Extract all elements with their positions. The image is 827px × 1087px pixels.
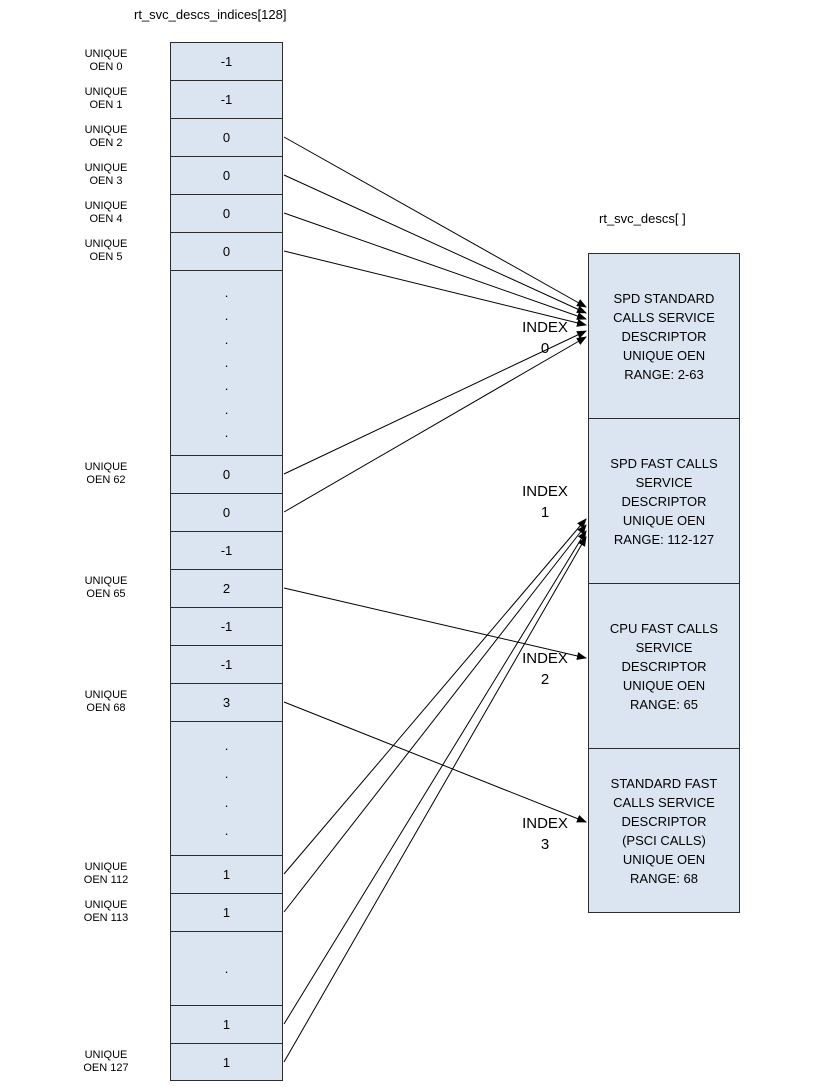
descriptor-box-3: STANDARD FAST CALLS SERVICE DESCRIPTOR (…	[588, 748, 740, 913]
oen-label: UNIQUE OEN 2	[84, 124, 128, 149]
oen-label: UNIQUE OEN 1	[84, 86, 128, 111]
indices-cell: 1	[170, 1043, 283, 1081]
oen-label: UNIQUE OEN 127	[83, 1049, 129, 1074]
oen-label: UNIQUE OEN 62	[84, 461, 128, 486]
oen-label: UNIQUE OEN 68	[84, 689, 128, 714]
descriptor-box-1: SPD FAST CALLS SERVICE DESCRIPTOR UNIQUE…	[588, 418, 740, 583]
ellipsis-dot: .	[224, 425, 229, 441]
descriptor-box-0: SPD STANDARD CALLS SERVICE DESCRIPTOR UN…	[588, 253, 740, 418]
oen-label: UNIQUE OEN 4	[84, 200, 128, 225]
oen-label: UNIQUE OEN 65	[84, 575, 128, 600]
ellipsis-dot: .	[224, 378, 229, 394]
descriptor-box-2: CPU FAST CALLS SERVICE DESCRIPTOR UNIQUE…	[588, 583, 740, 748]
indices-cell: 0	[170, 493, 283, 531]
index-label-2: INDEX 2	[522, 650, 568, 688]
indices-cell: 1	[170, 1005, 283, 1043]
ellipsis-dot: .	[224, 308, 229, 324]
indices-cell: 0	[170, 455, 283, 493]
indices-cell: -1	[170, 42, 283, 80]
oen-label: UNIQUE OEN 0	[84, 48, 128, 73]
descs-array: SPD STANDARD CALLS SERVICE DESCRIPTOR UN…	[588, 253, 740, 913]
indices-array-title: rt_svc_descs_indices[128]	[134, 7, 287, 22]
oen-label: UNIQUE OEN 5	[84, 238, 128, 263]
oen-label: UNIQUE OEN 113	[83, 899, 129, 924]
indices-cell: -1	[170, 607, 283, 645]
indices-cell: -1	[170, 80, 283, 118]
indices-cell-ellipsis: ....	[170, 721, 283, 855]
mapping-arrow-to-index-1	[283, 536, 587, 1063]
ellipsis-dot: .	[224, 822, 229, 838]
index-label-1: INDEX 1	[522, 483, 568, 521]
mapping-arrow-to-index-1	[283, 530, 587, 1025]
indices-cell: 0	[170, 194, 283, 232]
indices-cell: -1	[170, 645, 283, 683]
ellipsis-dot: .	[224, 738, 229, 754]
index-label-3: INDEX 3	[522, 815, 568, 853]
indices-cell-ellipsis: .	[170, 931, 283, 1005]
ellipsis-dot: .	[224, 331, 229, 347]
mapping-arrow-to-index-3	[283, 701, 587, 823]
mapping-arrow-to-index-0	[283, 136, 587, 308]
mapping-arrow-to-index-0	[283, 212, 587, 320]
descs-array-title: rt_svc_descs[ ]	[599, 211, 686, 226]
index-label-0: INDEX 0	[522, 319, 568, 357]
indices-cell: 3	[170, 683, 283, 721]
indices-cell: 1	[170, 893, 283, 931]
indices-cell: 2	[170, 569, 283, 607]
indices-cell: 0	[170, 232, 283, 270]
ellipsis-dot: .	[224, 354, 229, 370]
ellipsis-dot: .	[224, 284, 229, 300]
oen-label: UNIQUE OEN 3	[84, 162, 128, 187]
oen-label: UNIQUE OEN 112	[83, 861, 129, 886]
mapping-arrow-to-index-0	[283, 174, 587, 314]
indices-cell: 0	[170, 156, 283, 194]
ellipsis-dot: .	[224, 960, 229, 976]
indices-cell: 1	[170, 855, 283, 893]
indices-cell: -1	[170, 531, 283, 569]
mapping-arrow-to-index-0	[283, 250, 587, 327]
ellipsis-dot: .	[224, 794, 229, 810]
ellipsis-dot: .	[224, 766, 229, 782]
indices-cell-ellipsis: .......	[170, 270, 283, 455]
indices-cell: 0	[170, 118, 283, 156]
ellipsis-dot: .	[224, 401, 229, 417]
